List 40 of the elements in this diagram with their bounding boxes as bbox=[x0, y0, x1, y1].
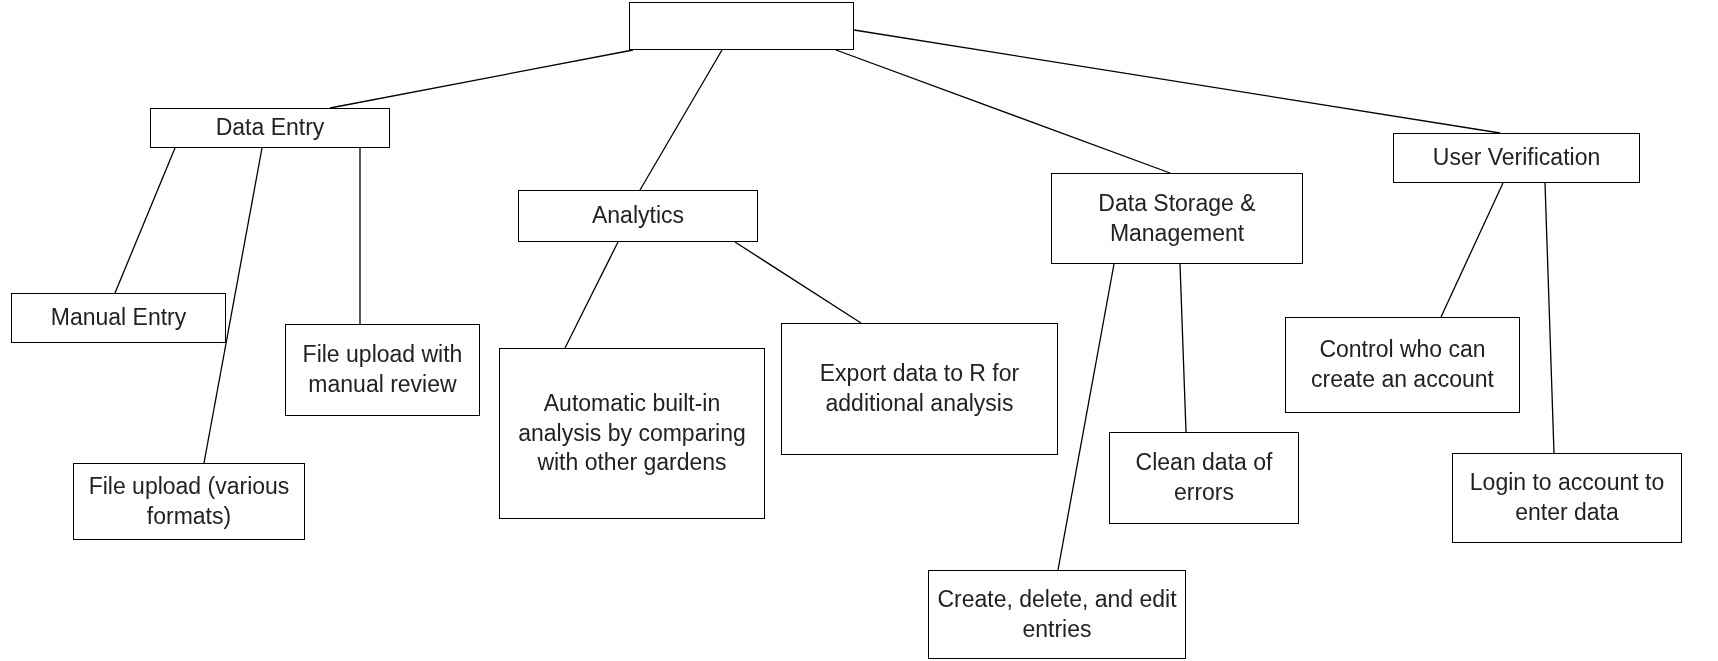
process-box bbox=[11, 293, 226, 343]
process-box bbox=[781, 323, 1058, 455]
process-box bbox=[1109, 432, 1299, 524]
box-label: User Verification bbox=[1431, 143, 1602, 173]
connector-line bbox=[835, 49, 1171, 174]
process-box bbox=[285, 324, 480, 416]
connector-line bbox=[734, 241, 862, 324]
box-label: Control who can create an account bbox=[1310, 335, 1495, 394]
box-label: Data Entry bbox=[214, 113, 326, 143]
process-box bbox=[499, 348, 765, 519]
connector-line bbox=[329, 49, 634, 109]
box-label: Manual Entry bbox=[49, 303, 188, 333]
empty-box bbox=[629, 2, 854, 50]
connector-line bbox=[639, 49, 723, 191]
connector-line bbox=[1179, 263, 1187, 433]
process-box bbox=[1051, 173, 1303, 264]
box-label: Login to account to enter data bbox=[1468, 468, 1666, 527]
connector-line bbox=[853, 29, 1501, 134]
box-label: Create, delete, and edit entries bbox=[936, 584, 1178, 644]
connector-line bbox=[359, 147, 361, 325]
box-label: Analytics bbox=[590, 201, 685, 231]
box-label: Export data to R for additional analysis bbox=[818, 359, 1021, 418]
process-box bbox=[150, 108, 390, 148]
connector-line bbox=[1544, 182, 1555, 454]
connector-line bbox=[564, 241, 619, 349]
process-box bbox=[518, 190, 758, 242]
box-label: Automatic built-in analysis by comparing with other gardens bbox=[517, 388, 747, 478]
process-box bbox=[1452, 453, 1682, 543]
process-box bbox=[73, 463, 305, 540]
box-label: Data Storage & Management bbox=[1097, 188, 1257, 248]
process-box bbox=[1285, 317, 1520, 413]
box-label: File upload with manual review bbox=[301, 340, 464, 399]
box-label: File upload (various formats) bbox=[87, 471, 291, 531]
connector-line bbox=[203, 147, 263, 464]
connector-line bbox=[1057, 263, 1115, 571]
process-box bbox=[928, 570, 1186, 659]
box-label: Clean data of errors bbox=[1134, 448, 1274, 507]
connector-line bbox=[114, 147, 176, 294]
connector-line bbox=[1440, 182, 1504, 318]
process-box bbox=[1393, 133, 1640, 183]
